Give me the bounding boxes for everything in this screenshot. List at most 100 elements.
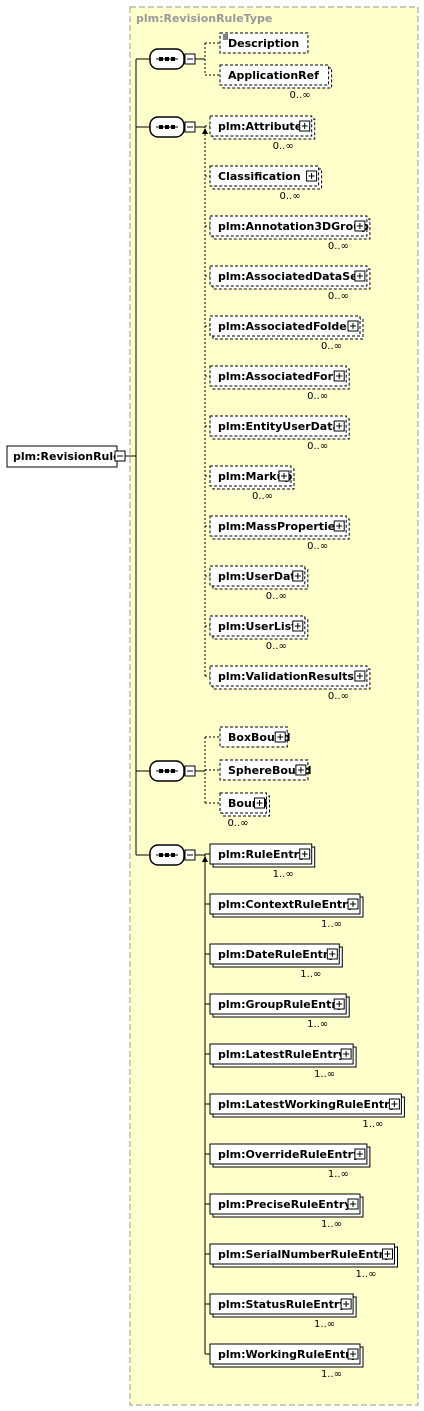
- element-label: plm:ContextRuleEntry: [218, 898, 355, 911]
- element-label: plm:Annotation3DGroup: [218, 220, 369, 233]
- occurrence-label: 1..∞: [273, 869, 294, 880]
- plus-expand-icon[interactable]: [354, 220, 366, 232]
- plus-expand-icon[interactable]: [326, 948, 338, 960]
- element-latestworkingruleentry[interactable]: plm:LatestWorkingRuleEntry 1..∞: [209, 1093, 405, 1130]
- plus-expand-icon[interactable]: [292, 570, 304, 582]
- element-description[interactable]: Description: [219, 32, 309, 54]
- plus-expand-icon[interactable]: [388, 1098, 400, 1110]
- sequence-compositor-icon[interactable]: [149, 844, 185, 866]
- sequence-compositor-icon[interactable]: [149, 760, 185, 782]
- sequence-group-2: [149, 116, 196, 138]
- element-label: Classification: [218, 170, 301, 183]
- connector-lines: [125, 42, 220, 1355]
- occurrence-label: 1..∞: [300, 969, 321, 980]
- plus-expand-icon[interactable]: [295, 764, 307, 776]
- element-label: plm:AssociatedFolder: [218, 320, 353, 333]
- element-label: plm:LatestWorkingRuleEntry: [218, 1098, 397, 1111]
- plus-expand-icon[interactable]: [340, 1048, 352, 1060]
- occurrence-label: 0..∞: [328, 241, 349, 252]
- plus-expand-icon[interactable]: [333, 420, 345, 432]
- plus-expand-icon[interactable]: [299, 848, 311, 860]
- occurrence-label: 0..∞: [227, 818, 248, 829]
- occurrence-label: 1..∞: [328, 1169, 349, 1180]
- occurrence-label: 1..∞: [321, 1369, 342, 1380]
- plus-expand-icon[interactable]: [333, 520, 345, 532]
- element-workingruleentry[interactable]: plm:WorkingRuleEntry 1..∞: [209, 1343, 364, 1380]
- element-boxbound[interactable]: BoxBound: [219, 726, 291, 748]
- occurrence-label: 1..∞: [362, 1119, 383, 1130]
- plus-expand-icon[interactable]: [274, 731, 286, 743]
- element-dateruleentry[interactable]: plm:DateRuleEntry 1..∞: [209, 943, 343, 980]
- plus-expand-icon[interactable]: [254, 797, 265, 809]
- plus-expand-icon[interactable]: [347, 1348, 359, 1360]
- element-label: plm:DateRuleEntry: [218, 948, 336, 961]
- sequence-collapse-button[interactable]: [184, 121, 196, 133]
- plus-expand-icon[interactable]: [347, 898, 359, 910]
- element-label: plm:EntityUserData: [218, 420, 340, 433]
- element-label: plm:AssociatedForm: [218, 370, 345, 383]
- element-massproperties[interactable]: plm:MassProperties 0..∞: [209, 515, 350, 552]
- plus-expand-icon[interactable]: [333, 998, 345, 1010]
- occurrence-label: 1..∞: [314, 1319, 335, 1330]
- plus-expand-icon[interactable]: [278, 470, 290, 482]
- root-element-revision-rule[interactable]: plm:RevisionRule: [6, 445, 126, 468]
- occurrence-label: 0..∞: [328, 691, 349, 702]
- sequence-group-3: [149, 760, 196, 782]
- element-annotation3dgroup[interactable]: plm:Annotation3DGroup 0..∞: [209, 215, 371, 252]
- plus-expand-icon[interactable]: [354, 670, 366, 682]
- plus-expand-icon[interactable]: [354, 270, 366, 282]
- element-spherebound[interactable]: SphereBound: [219, 759, 311, 781]
- plus-expand-icon[interactable]: [306, 170, 318, 182]
- element-label: Description: [228, 37, 299, 50]
- root-collapse-button[interactable]: [114, 450, 126, 462]
- element-label: plm:OverrideRuleEntry: [218, 1148, 360, 1161]
- occurrence-label: 0..∞: [280, 191, 301, 202]
- element-classification[interactable]: Classification 0..∞: [209, 165, 323, 202]
- element-userlist[interactable]: plm:UserList 0..∞: [209, 615, 309, 652]
- plus-expand-icon[interactable]: [292, 620, 304, 632]
- sequence-compositor-icon[interactable]: [149, 48, 185, 70]
- plus-expand-icon[interactable]: [347, 320, 359, 332]
- sequence-compositor-icon[interactable]: [149, 116, 185, 138]
- element-label: plm:MassProperties: [218, 520, 342, 533]
- sequence-collapse-button[interactable]: [184, 849, 196, 861]
- occurrence-label: 0..∞: [321, 341, 342, 352]
- element-overrideruleentry[interactable]: plm:OverrideRuleEntry 1..∞: [209, 1143, 371, 1180]
- occurrence-label: 0..∞: [307, 541, 328, 552]
- plus-expand-icon[interactable]: [354, 1148, 366, 1160]
- plus-expand-icon[interactable]: [382, 1248, 393, 1260]
- type-box-title: plm:RevisionRuleType: [136, 12, 272, 25]
- element-label: plm:WorkingRuleEntry: [218, 1348, 358, 1361]
- sequence-group-1: [149, 48, 196, 70]
- occurrence-label: 1..∞: [314, 1069, 335, 1080]
- element-label: plm:PreciseRuleEntry: [218, 1198, 351, 1211]
- plus-expand-icon[interactable]: [347, 1198, 359, 1210]
- plus-expand-icon[interactable]: [333, 370, 345, 382]
- element-label: plm:UserData: [218, 570, 303, 583]
- documentation-lines-icon: [223, 34, 228, 40]
- element-label: plm:UserList: [218, 620, 296, 633]
- element-associatedfolder[interactable]: plm:AssociatedFolder 0..∞: [209, 315, 364, 352]
- plus-expand-icon[interactable]: [340, 1298, 352, 1310]
- occurrence-label: 0..∞: [266, 641, 287, 652]
- sequence-collapse-button[interactable]: [184, 53, 196, 65]
- sequence-collapse-button[interactable]: [184, 765, 196, 777]
- plus-expand-icon[interactable]: [299, 120, 311, 132]
